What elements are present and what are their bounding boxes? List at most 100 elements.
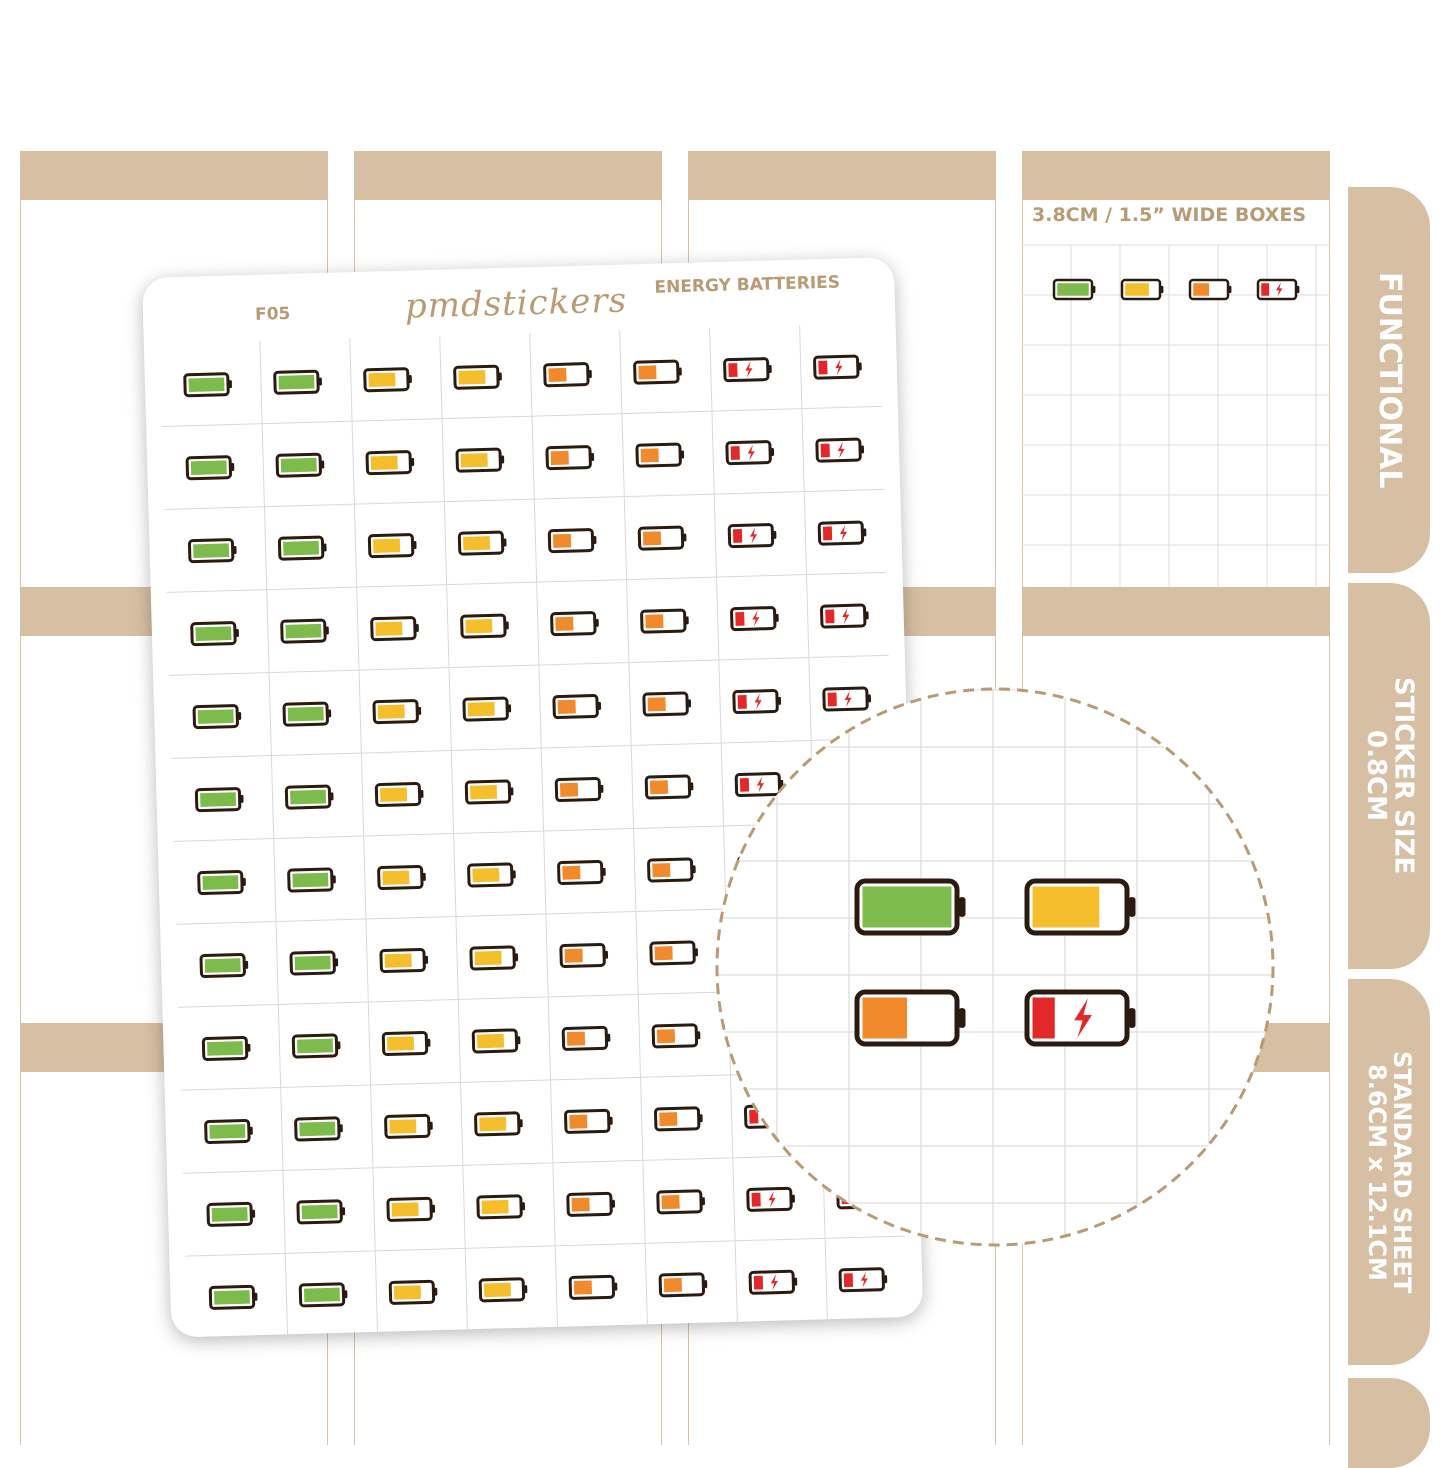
lightning-bolt-icon: [770, 1274, 778, 1291]
battery-green-icon: [197, 870, 246, 896]
battery-red-icon: [723, 357, 772, 383]
battery-green-icon: [206, 1201, 256, 1227]
planner-divider-band: [1022, 587, 1330, 636]
battery-red-icon: [815, 437, 865, 463]
battery-orange-icon: [658, 1272, 708, 1298]
battery-red-icon: [838, 1267, 888, 1293]
battery-red-icon: [1024, 989, 1136, 1047]
battery-yellow-icon: [453, 364, 502, 390]
battery-orange-icon: [635, 442, 685, 468]
battery-orange-icon: [564, 1108, 613, 1134]
battery-green-icon: [183, 372, 232, 398]
battery-orange-icon: [647, 857, 696, 883]
lightning-bolt-icon: [842, 607, 850, 625]
lightning-bolt-icon: [768, 1191, 776, 1208]
battery-yellow-icon: [471, 1028, 521, 1054]
battery-yellow-icon: [457, 530, 507, 556]
lightning-bolt-icon: [747, 444, 755, 461]
battery-yellow-icon: [384, 1113, 433, 1139]
tab-standard-sheet[interactable]: [1348, 979, 1430, 1365]
battery-green-icon: [194, 787, 244, 813]
battery-yellow-icon: [1024, 878, 1136, 936]
battery-yellow-icon: [388, 1279, 438, 1305]
battery-green-icon: [277, 535, 327, 561]
battery-orange-icon: [566, 1191, 616, 1217]
lightning-bolt-icon: [860, 1271, 868, 1288]
zoom-circle-border: [715, 687, 1275, 1247]
battery-green-icon: [287, 867, 336, 893]
battery-green-icon: [199, 953, 249, 979]
planner-header-band: [20, 151, 328, 200]
lightning-bolt-icon: [839, 524, 848, 542]
battery-yellow-icon: [370, 616, 419, 642]
lightning-bolt-icon: [756, 776, 765, 793]
lightning-bolt-icon: [835, 359, 843, 376]
battery-red-icon: [1256, 278, 1300, 301]
battery-green-icon: [190, 621, 239, 647]
battery-orange-icon: [559, 942, 609, 968]
battery-orange-icon: [547, 528, 597, 554]
lightning-bolt-icon: [754, 693, 762, 710]
battery-green-icon: [854, 878, 966, 936]
battery-green-icon: [289, 950, 339, 976]
lightning-bolt-icon: [1276, 282, 1283, 297]
battery-orange-icon: [642, 691, 692, 717]
battery-yellow-icon: [1120, 278, 1164, 301]
battery-orange-icon: [557, 859, 606, 885]
planner-header-band: [688, 151, 996, 200]
sticker-grid: [162, 325, 906, 1337]
tab-sticker-size-label: STICKER SIZE 0.8CM: [1361, 677, 1419, 875]
tab-sticker-size[interactable]: [1348, 583, 1430, 969]
battery-green-icon: [185, 455, 235, 481]
lightning-bolt-icon: [752, 610, 760, 627]
battery-orange-icon: [653, 1106, 703, 1132]
battery-yellow-icon: [365, 450, 415, 476]
battery-yellow-icon: [455, 447, 505, 473]
battery-yellow-icon: [462, 696, 512, 722]
battery-orange-icon: [637, 525, 687, 551]
battery-red-icon: [732, 689, 782, 715]
battery-green-icon: [192, 704, 242, 730]
tab-standard-sheet-label: STANDARD SHEET 8.6CM x 12.1CM: [1363, 1050, 1417, 1294]
battery-red-icon: [813, 354, 862, 380]
sticker-sheet: F05 pmdstickers ENERGY BATTERIES: [142, 257, 924, 1338]
tab-functional[interactable]: [1348, 187, 1430, 573]
battery-yellow-icon: [386, 1196, 436, 1222]
battery-orange-icon: [550, 611, 599, 637]
battery-green-icon: [298, 1282, 348, 1308]
battery-orange-icon: [649, 940, 699, 966]
planner-header-band: [354, 151, 662, 200]
battery-orange-icon: [854, 989, 966, 1047]
battery-green-icon: [201, 1035, 251, 1061]
battery-green-icon: [204, 1118, 253, 1144]
battery-red-icon: [748, 1269, 798, 1295]
battery-red-icon: [725, 440, 775, 466]
battery-red-icon: [822, 686, 872, 712]
battery-orange-icon: [1188, 278, 1232, 301]
battery-red-icon: [817, 520, 867, 546]
battery-red-icon: [727, 523, 777, 549]
battery-yellow-icon: [363, 367, 412, 393]
battery-green-icon: [280, 618, 329, 644]
tab-partial[interactable]: [1348, 1378, 1430, 1468]
battery-green-icon: [282, 701, 332, 727]
battery-red-icon: [746, 1186, 795, 1212]
battery-green-icon: [296, 1199, 346, 1225]
battery-orange-icon: [633, 359, 682, 385]
info-box-grid: [1022, 244, 1330, 587]
lightning-bolt-icon: [749, 527, 758, 544]
lightning-bolt-icon: [844, 690, 852, 707]
battery-orange-icon: [545, 445, 595, 471]
lightning-bolt-icon: [1074, 998, 1092, 1038]
battery-orange-icon: [552, 694, 602, 720]
battery-red-icon: [820, 603, 869, 629]
zoom-circle-background: [717, 689, 1273, 1245]
battery-red-icon: [730, 606, 779, 632]
battery-yellow-icon: [372, 699, 422, 725]
battery-green-icon: [275, 452, 325, 478]
lightning-bolt-icon: [837, 442, 845, 459]
battery-green-icon: [284, 784, 334, 810]
battery-green-icon: [187, 538, 237, 564]
battery-yellow-icon: [367, 533, 417, 559]
battery-orange-icon: [561, 1025, 611, 1051]
